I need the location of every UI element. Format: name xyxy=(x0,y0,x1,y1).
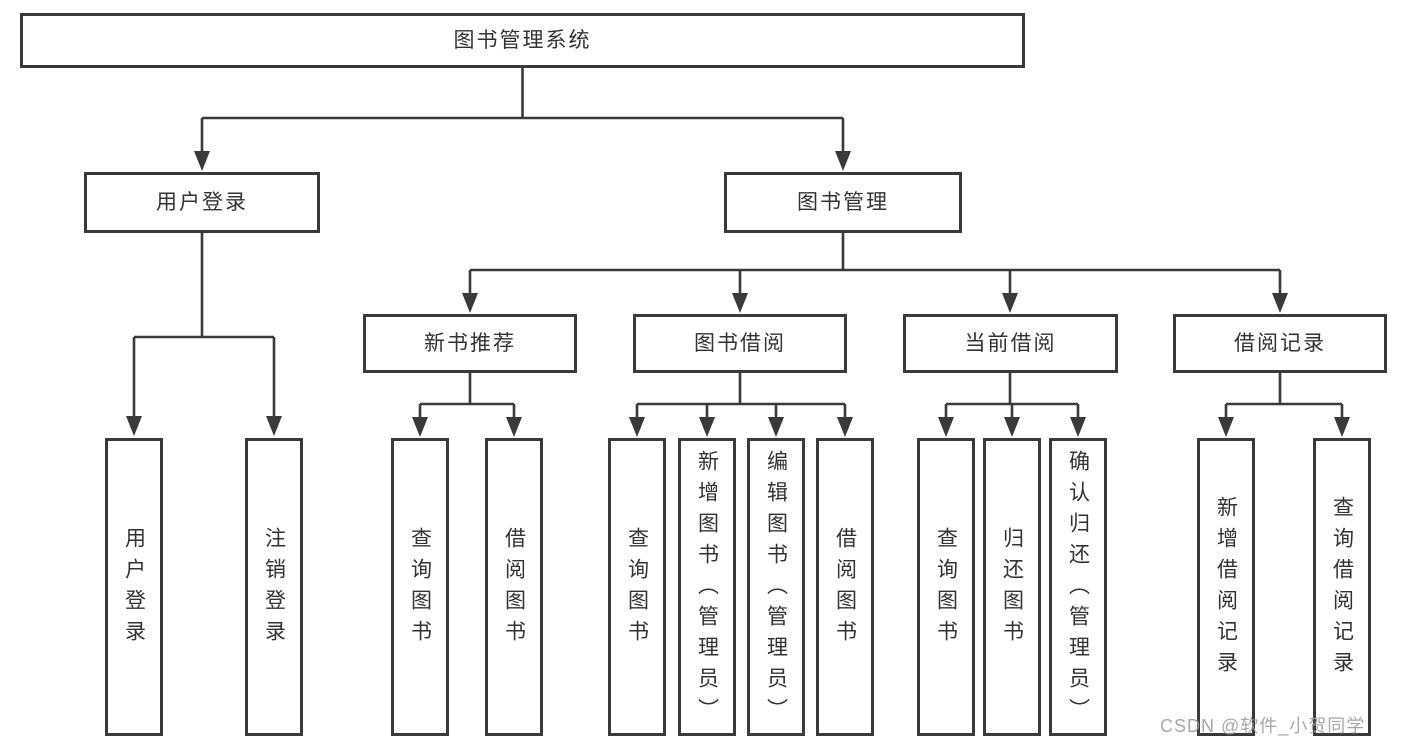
connector-new-book-branch xyxy=(418,373,516,421)
leaf-logout: 注销登录 xyxy=(245,438,303,736)
leaf-user-login: 用户登录 xyxy=(105,438,163,736)
connector-user-login-branch xyxy=(132,233,276,421)
connector-root-branch xyxy=(200,68,845,155)
leaf-query-books-borrow: 查询图书 xyxy=(608,438,666,736)
watermark: CSDN @软件_小贺同学 xyxy=(1160,716,1366,736)
node-library-management-system: 图书管理系统 xyxy=(20,13,1025,68)
connector-book-management-branch xyxy=(468,233,1282,298)
connector-current-borrow-branch xyxy=(944,373,1080,421)
leaf-borrow-books-recommend: 借阅图书 xyxy=(485,438,543,736)
leaf-confirm-return-admin: 确认归还（管理员） xyxy=(1049,438,1107,736)
leaf-add-books-admin: 新增图书（管理员） xyxy=(678,438,736,736)
leaf-query-books-current: 查询图书 xyxy=(917,438,975,736)
leaf-borrow-books-borrow: 借阅图书 xyxy=(816,438,874,736)
node-book-management: 图书管理 xyxy=(724,172,962,233)
leaf-edit-books-admin: 编辑图书（管理员） xyxy=(747,438,805,736)
connector-records-branch xyxy=(1224,373,1344,421)
leaf-return-books: 归还图书 xyxy=(983,438,1041,736)
node-book-borrowing: 图书借阅 xyxy=(633,314,847,373)
node-borrowing-records: 借阅记录 xyxy=(1173,314,1387,373)
leaf-query-borrow-record: 查询借阅记录 xyxy=(1313,438,1371,736)
connector-book-borrow-branch xyxy=(635,373,847,421)
node-new-book-recommendation: 新书推荐 xyxy=(363,314,577,373)
node-user-login: 用户登录 xyxy=(84,172,320,233)
arrowhead-icons xyxy=(126,151,1350,437)
node-current-borrowing: 当前借阅 xyxy=(903,314,1118,373)
leaf-add-borrow-record: 新增借阅记录 xyxy=(1197,438,1255,736)
leaf-query-books-recommend: 查询图书 xyxy=(391,438,449,736)
